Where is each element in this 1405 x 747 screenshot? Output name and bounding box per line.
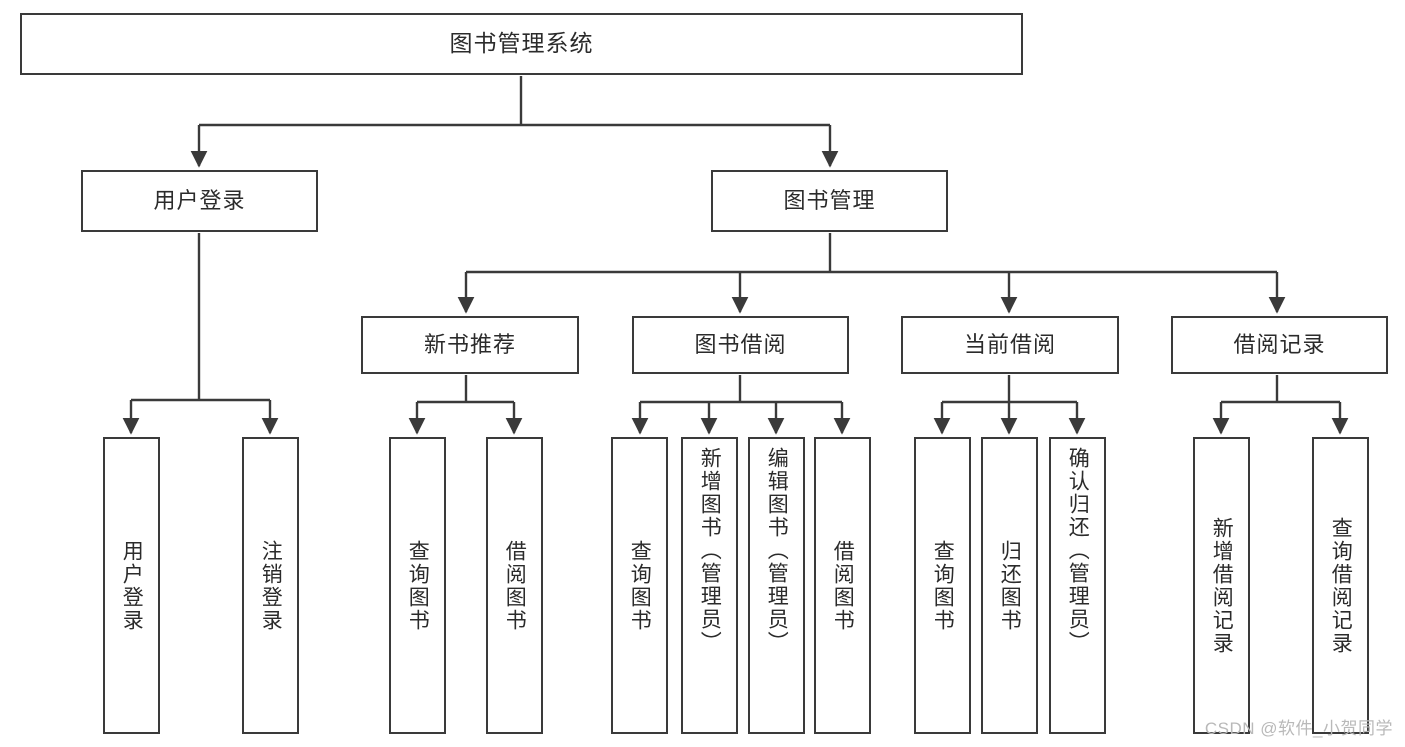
node-root-book-management-system[interactable]: 图书管理系统 [20, 13, 1023, 75]
node-label: 注销登录 [259, 539, 283, 632]
node-label: 编辑图书（管理员） [765, 447, 789, 654]
node-label: 确认归还（管理员） [1066, 447, 1090, 654]
node-borrow-record[interactable]: 借阅记录 [1171, 316, 1388, 374]
node-label: 图书借阅 [694, 331, 787, 357]
leaf-book-borrow-edit-book-admin[interactable]: 编辑图书（管理员） [748, 437, 805, 734]
leaf-book-borrow-borrow-book[interactable]: 借阅图书 [814, 437, 871, 734]
leaf-user-login-logout[interactable]: 注销登录 [242, 437, 299, 734]
leaf-borrow-record-query-record[interactable]: 查询借阅记录 [1312, 437, 1369, 734]
node-label: 新书推荐 [423, 331, 516, 357]
leaf-new-book-query-book[interactable]: 查询图书 [389, 437, 446, 734]
node-label: 用户登录 [120, 539, 144, 632]
node-user-login[interactable]: 用户登录 [81, 170, 318, 232]
node-book-management[interactable]: 图书管理 [711, 170, 948, 232]
node-label: 用户登录 [153, 187, 246, 213]
leaf-current-borrow-confirm-return-admin[interactable]: 确认归还（管理员） [1049, 437, 1106, 734]
node-label: 新增借阅记录 [1210, 516, 1234, 655]
node-label: 图书管理 [783, 187, 876, 213]
node-label: 借阅记录 [1233, 331, 1326, 357]
leaf-borrow-record-add-record[interactable]: 新增借阅记录 [1193, 437, 1250, 734]
node-label: 当前借阅 [963, 331, 1056, 357]
csdn-watermark: CSDN @软件_小贺同学 [1204, 719, 1393, 738]
node-book-borrow[interactable]: 图书借阅 [632, 316, 849, 374]
node-label: 查询图书 [628, 539, 652, 632]
node-label: 新增图书（管理员） [698, 447, 722, 654]
node-label: 借阅图书 [503, 539, 527, 632]
leaf-new-book-borrow-book[interactable]: 借阅图书 [486, 437, 543, 734]
node-label: 归还图书 [998, 539, 1022, 632]
leaf-book-borrow-add-book-admin[interactable]: 新增图书（管理员） [681, 437, 738, 734]
node-label: 查询图书 [931, 539, 955, 632]
node-new-book-recommend[interactable]: 新书推荐 [361, 316, 579, 374]
leaf-book-borrow-query-book[interactable]: 查询图书 [611, 437, 668, 734]
node-label: 图书管理系统 [449, 30, 594, 57]
node-label: 借阅图书 [831, 539, 855, 632]
node-current-borrow[interactable]: 当前借阅 [901, 316, 1119, 374]
node-label: 查询借阅记录 [1329, 516, 1353, 655]
node-label: 查询图书 [406, 539, 430, 632]
leaf-user-login-login[interactable]: 用户登录 [103, 437, 160, 734]
leaf-current-borrow-query-book[interactable]: 查询图书 [914, 437, 971, 734]
leaf-current-borrow-return-book[interactable]: 归还图书 [981, 437, 1038, 734]
